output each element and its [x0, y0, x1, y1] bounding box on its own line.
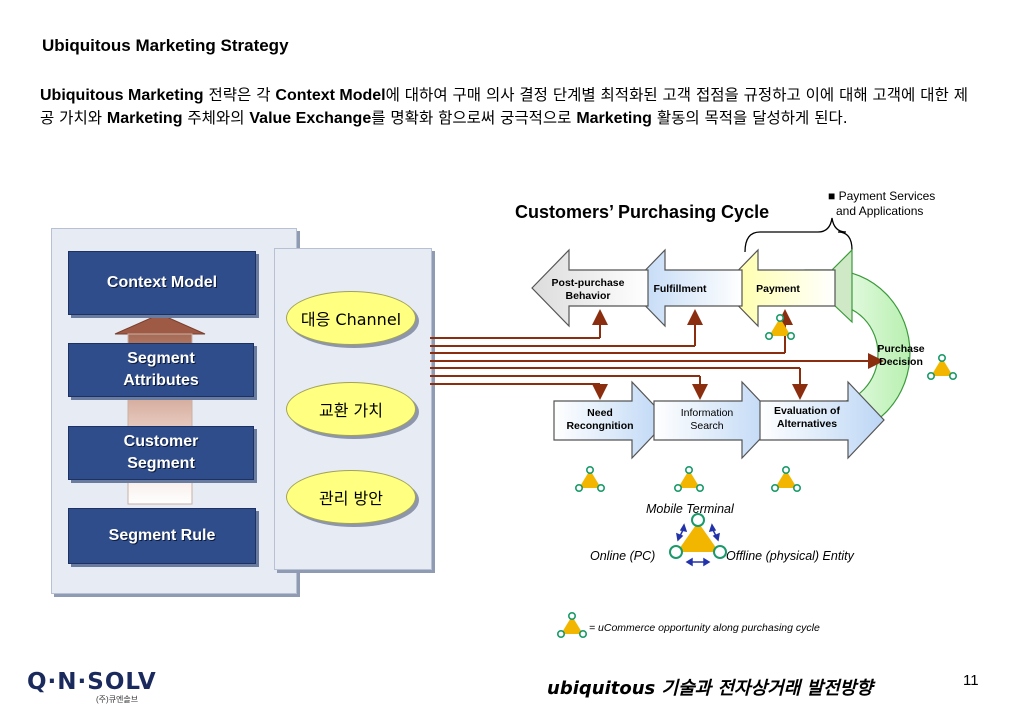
intro-term-ubiquitous: Ubiquitous Marketing [40, 87, 204, 104]
intro-term-value-exchange: Value Exchange [249, 110, 372, 127]
ucommerce-triangle-icon [926, 353, 957, 380]
need-line-1: Need [587, 407, 613, 419]
intro-text-4: 를 명확화 함으로써 궁극적으로 [371, 109, 577, 127]
ucommerce-triangle-icon [673, 465, 704, 492]
company-logo: Q·N·SOLV [27, 669, 157, 695]
purchase-decision-line-1: Purchase [877, 343, 925, 355]
segment-rule-box: Segment Rule [68, 508, 256, 564]
payment-services-brace [744, 217, 853, 253]
management-oval: 관리 방안 [286, 470, 416, 524]
payment-arrow [720, 248, 836, 328]
need-line-2: Recongnition [566, 420, 634, 432]
purchase-decision-label: Purchase Decision [868, 343, 934, 369]
intro-paragraph: Ubiquitous Marketing 전략은 각 Context Model… [40, 84, 980, 130]
fulfillment-label: Fulfillment [653, 283, 707, 295]
intro-term-context: Context Model [275, 87, 386, 104]
intro-text-3: 주체와의 [182, 109, 250, 127]
payment-services-legend: ■ Payment Services and Applications [828, 189, 935, 219]
intro-term-marketing-2: Marketing [576, 110, 652, 127]
channel-triangle-icon [669, 513, 727, 567]
legend-line-2: and Applications [836, 204, 924, 218]
post-purchase-line-1: Post-purchase [551, 277, 625, 289]
intro-text-5: 활동의 목적을 달성하게 된다. [651, 109, 848, 127]
post-purchase-arrow [531, 248, 649, 328]
payment-label: Payment [756, 283, 800, 295]
ucommerce-triangle-icon [770, 465, 801, 492]
mobile-terminal-label: Mobile Terminal [646, 502, 734, 516]
channel-oval: 대응 Channel [286, 291, 416, 345]
eval-line-1: Evaluation of [774, 405, 840, 417]
post-purchase-line-2: Behavior [565, 290, 611, 302]
post-purchase-label: Post-purchase Behavior [540, 277, 636, 303]
legend-line-1: ■ Payment Services [828, 189, 936, 203]
ucommerce-triangle-icon [764, 313, 795, 340]
evaluation-arrow [759, 380, 885, 460]
info-line-2: Search [690, 420, 724, 432]
evaluation-label: Evaluation of Alternatives [764, 405, 850, 431]
page-title: Ubiquitous Marketing Strategy [42, 36, 289, 55]
context-model-box: Context Model [68, 251, 256, 315]
footer-title: ubiquitous 기술과 전자상거래 발전방향 [547, 678, 873, 699]
ucommerce-triangle-icon [574, 465, 605, 492]
exchange-value-oval: 교환 가치 [286, 382, 416, 436]
fulfillment-arrow [627, 248, 743, 328]
purchase-decision-line-2: Decision [879, 356, 923, 368]
eval-line-2: Alternatives [776, 418, 838, 430]
online-pc-label: Online (PC) [590, 549, 656, 563]
company-logo-subtitle: (주)큐엔솔브 [96, 695, 139, 704]
information-search-label: Information Search [668, 407, 746, 433]
need-recognition-arrow [553, 380, 669, 460]
ucommerce-legend-text: = uCommerce opportunity along purchasing… [589, 622, 820, 634]
page-number: 11 [963, 672, 979, 689]
customer-segment-box: Customer Segment [68, 426, 254, 480]
info-line-1: Information [680, 407, 734, 419]
intro-text-1: 전략은 각 [203, 86, 276, 104]
intro-text-2: 에 대하여 구매 의사 결정 단계별 최적화된 고객 접점을 규정하고 이에 대… [40, 86, 968, 127]
need-recognition-label: Need Recongnition [558, 407, 642, 433]
segment-attributes-box: Segment Attributes [68, 343, 254, 397]
offline-entity-label: Offline (physical) Entity [726, 549, 854, 563]
intro-term-marketing: Marketing [106, 110, 183, 127]
cycle-title: Customers’ Purchasing Cycle [515, 202, 770, 222]
legend-triangle-icon [556, 611, 587, 638]
